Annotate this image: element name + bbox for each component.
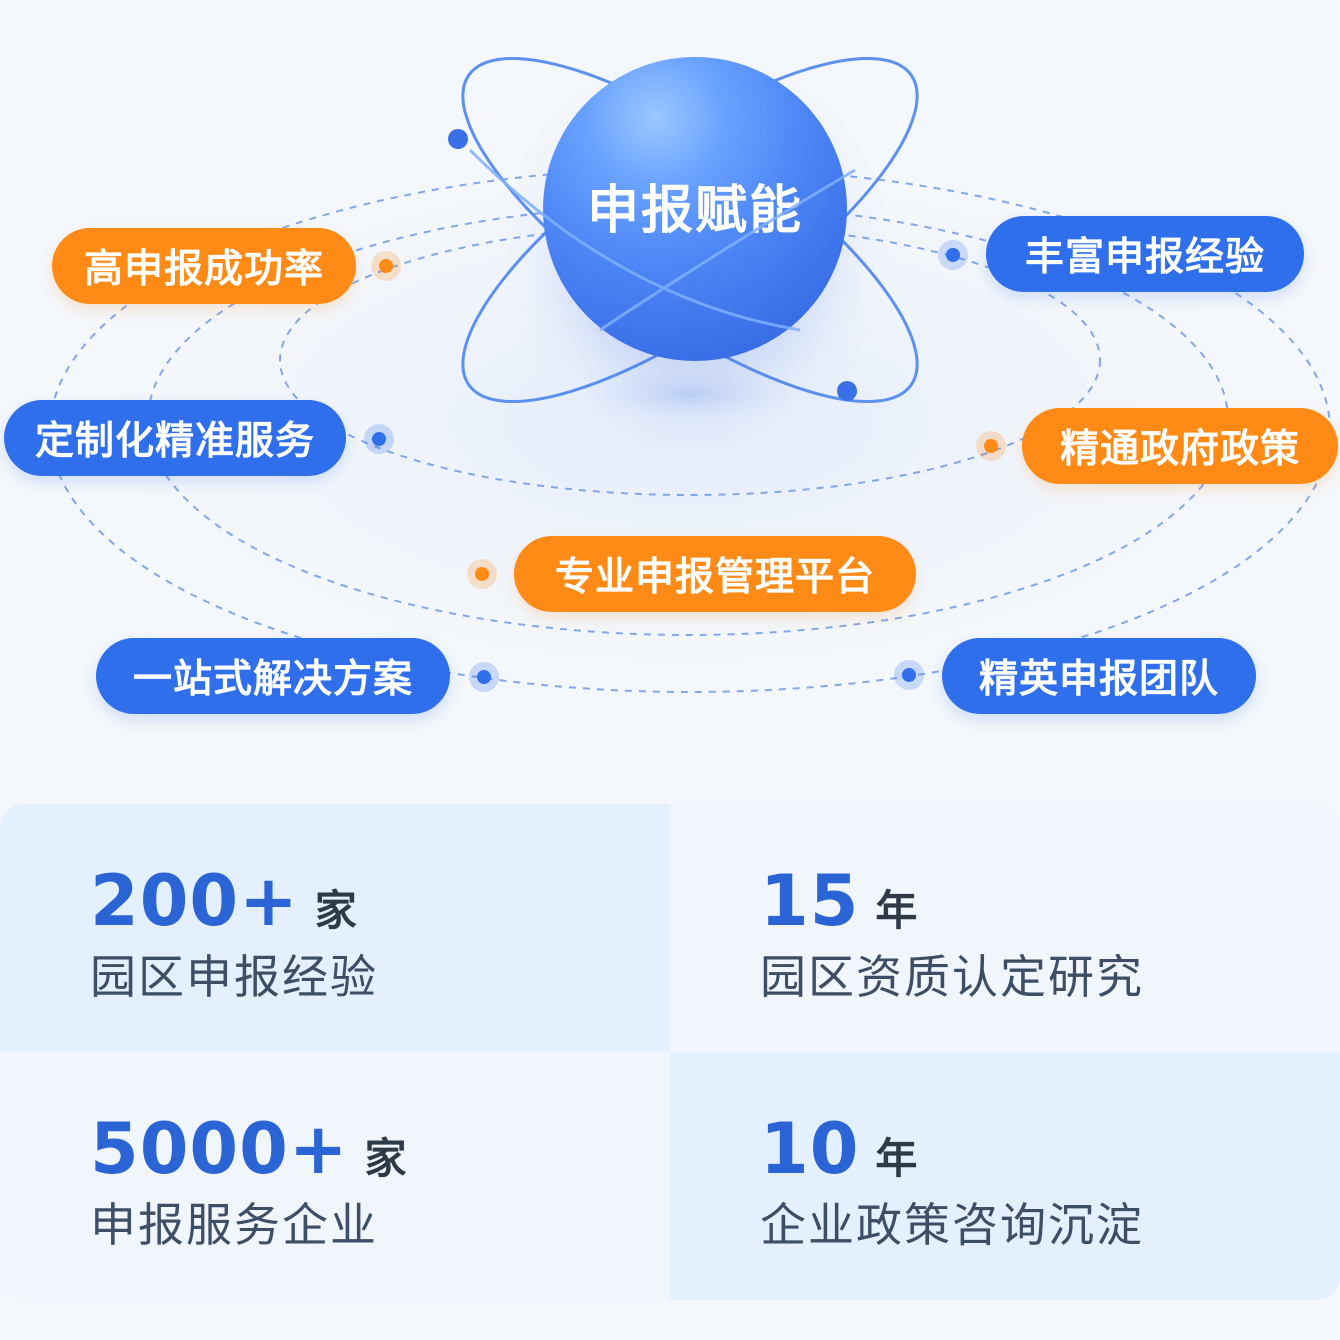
feature-label: 高申报成功率: [83, 247, 324, 292]
sphere-shadow: [560, 360, 820, 430]
orbit-dot: [469, 662, 499, 692]
orbit-dot: [938, 240, 968, 270]
stat-card: 10 年 企业政策咨询沉淀: [670, 1052, 1340, 1300]
orbit-dot: [364, 424, 394, 454]
stat-unit: 家: [314, 886, 357, 935]
stat-label: 园区资质认定研究: [760, 950, 1144, 1004]
stat-card: 15 年 园区资质认定研究: [670, 804, 1340, 1052]
feature-pill-custom-service: 定制化精准服务: [4, 400, 346, 476]
orbit-dot: [976, 431, 1006, 461]
stat-value-row: 200+ 家: [90, 866, 357, 936]
stat-number: 200+: [90, 860, 299, 942]
stat-card: 5000+ 家 申报服务企业: [0, 1052, 670, 1300]
stat-card: 200+ 家 园区申报经验: [0, 804, 670, 1052]
stats-grid: 200+ 家 园区申报经验 15 年 园区资质认定研究 5000+ 家 申报服务…: [0, 804, 1340, 1300]
feature-pill-management-platform: 专业申报管理平台: [514, 536, 916, 612]
feature-label: 定制化精准服务: [34, 419, 315, 464]
orbit-dot: [467, 559, 497, 589]
stat-unit: 年: [875, 1134, 918, 1183]
inner-orbit: [279, 224, 1101, 496]
hub-title: 申报赋能: [586, 180, 803, 241]
stat-label: 园区申报经验: [90, 950, 378, 1004]
electron-1: [448, 129, 468, 149]
feature-pill-elite-team: 精英申报团队: [942, 638, 1256, 714]
orbit-dot: [894, 660, 924, 690]
electron-2: [837, 381, 857, 401]
feature-pill-high-success-rate: 高申报成功率: [52, 228, 356, 304]
stat-value-row: 10 年: [760, 1114, 917, 1184]
orbit-dot: [371, 251, 401, 281]
stat-value-row: 15 年: [760, 866, 917, 936]
feature-label: 精通政府政策: [1059, 427, 1300, 472]
stat-label: 申报服务企业: [90, 1198, 378, 1252]
hub-sphere: 申报赋能: [543, 57, 847, 361]
stat-unit: 年: [875, 886, 918, 935]
feature-pill-one-stop-solution: 一站式解决方案: [96, 638, 450, 714]
stat-number: 10: [760, 1108, 860, 1190]
feature-label: 专业申报管理平台: [554, 555, 875, 600]
stat-unit: 家: [364, 1134, 407, 1183]
feature-label: 精英申报团队: [978, 657, 1219, 702]
feature-pill-policy-expertise: 精通政府政策: [1022, 408, 1338, 484]
stat-number: 15: [760, 860, 860, 942]
stat-value-row: 5000+ 家: [90, 1114, 407, 1184]
feature-label: 一站式解决方案: [132, 657, 413, 702]
feature-label: 丰富申报经验: [1024, 235, 1265, 280]
stat-number: 5000+: [90, 1108, 349, 1190]
stat-label: 企业政策咨询沉淀: [760, 1198, 1144, 1252]
feature-pill-rich-experience: 丰富申报经验: [986, 216, 1304, 292]
